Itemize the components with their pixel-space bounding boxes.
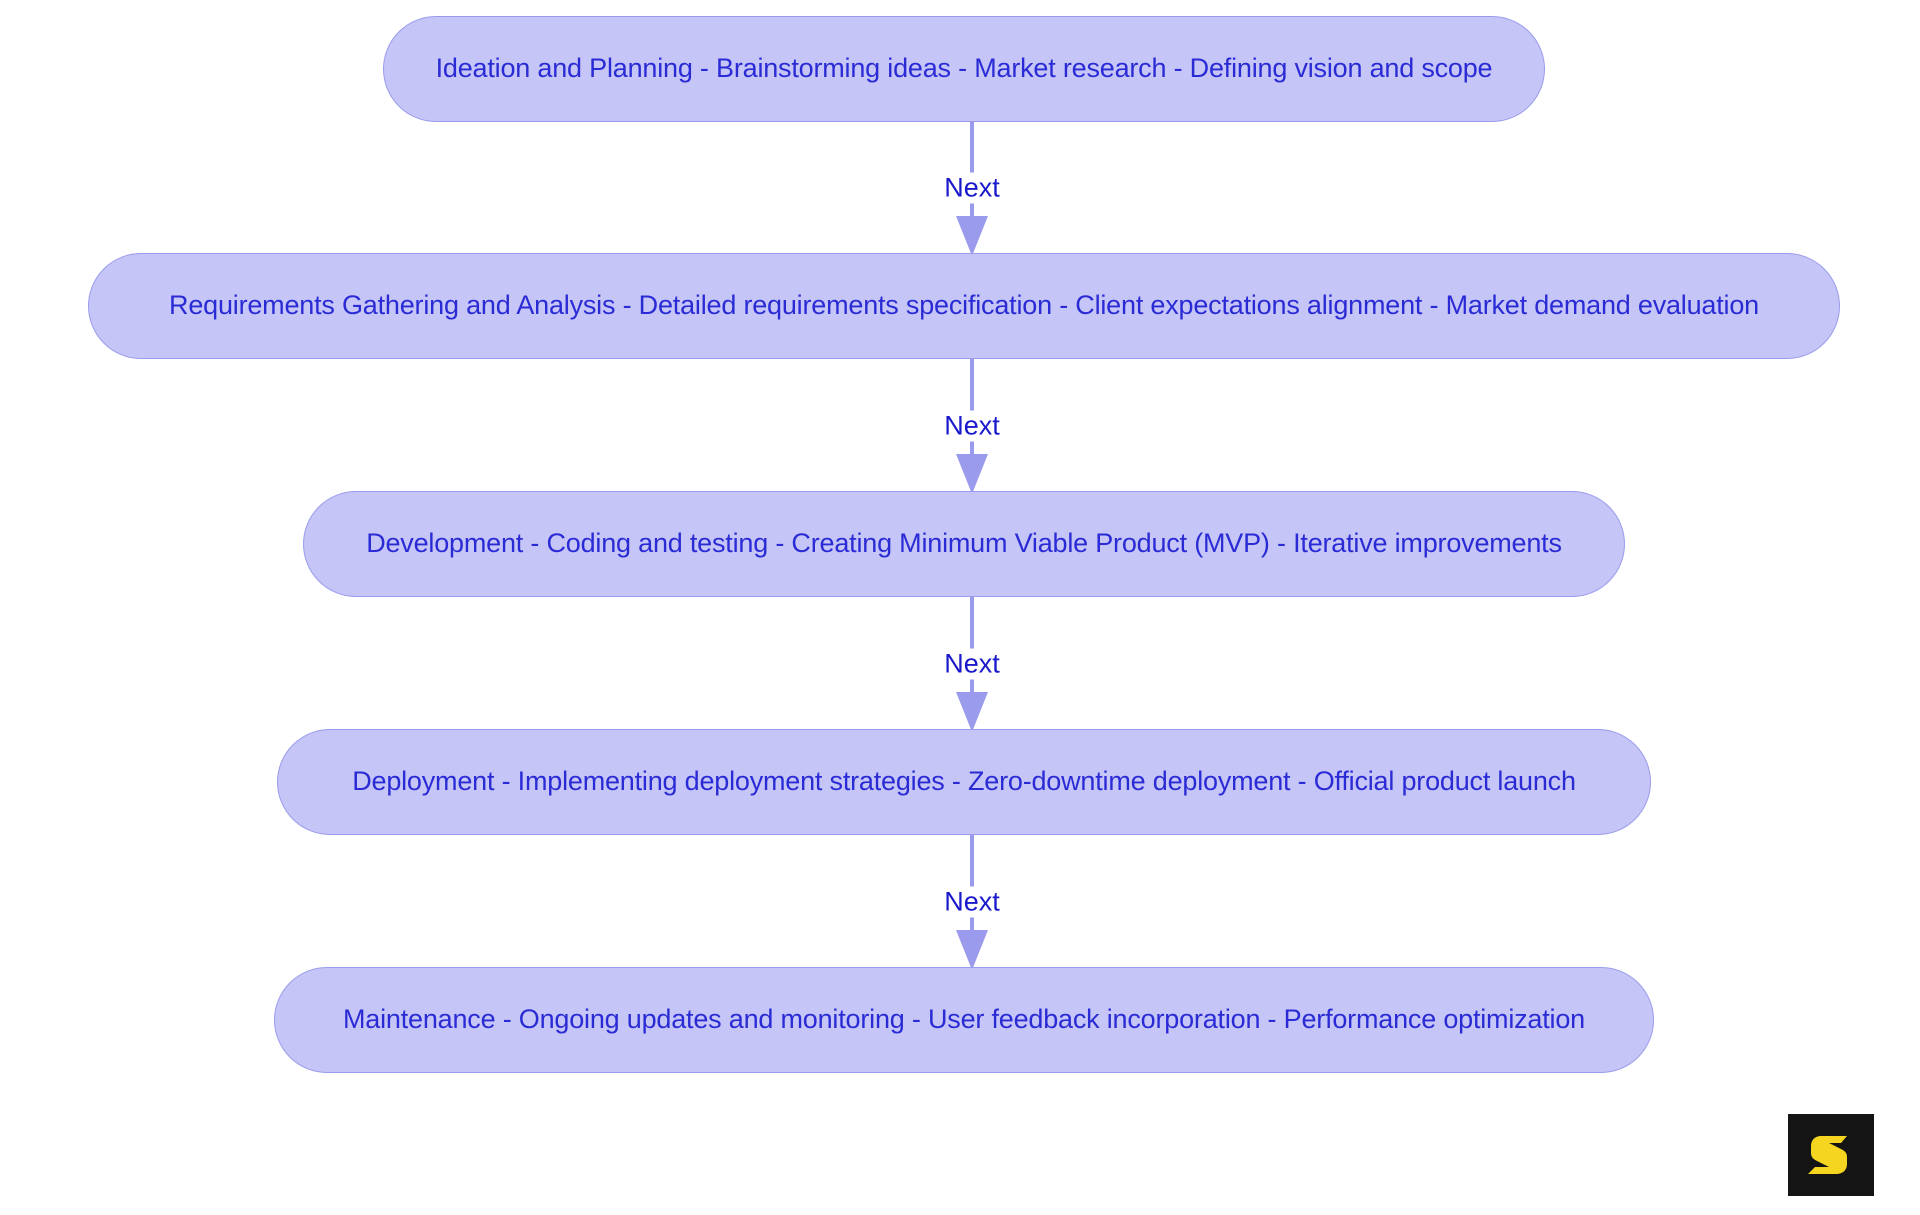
edge-label-next-4: Next (935, 886, 1009, 918)
flow-node-label: Deployment - Implementing deployment str… (352, 766, 1576, 797)
flow-node-requirements[interactable]: Requirements Gathering and Analysis - De… (88, 253, 1840, 359)
s-logo (1788, 1114, 1874, 1196)
flow-node-development[interactable]: Development - Coding and testing - Creat… (303, 491, 1625, 597)
edge-label-next-1: Next (935, 172, 1009, 204)
flow-node-label: Ideation and Planning - Brainstorming id… (435, 53, 1493, 84)
flow-node-deployment[interactable]: Deployment - Implementing deployment str… (277, 729, 1651, 835)
edge-label-next-3: Next (935, 648, 1009, 680)
flow-node-ideation[interactable]: Ideation and Planning - Brainstorming id… (383, 16, 1545, 122)
flow-node-label: Development - Coding and testing - Creat… (366, 528, 1562, 559)
flow-node-maintenance[interactable]: Maintenance - Ongoing updates and monito… (274, 967, 1654, 1073)
s-logo-mark (1808, 1136, 1847, 1174)
flow-node-label: Requirements Gathering and Analysis - De… (169, 290, 1759, 321)
edge-label-next-2: Next (935, 410, 1009, 442)
flow-node-label: Maintenance - Ongoing updates and monito… (343, 1004, 1585, 1035)
